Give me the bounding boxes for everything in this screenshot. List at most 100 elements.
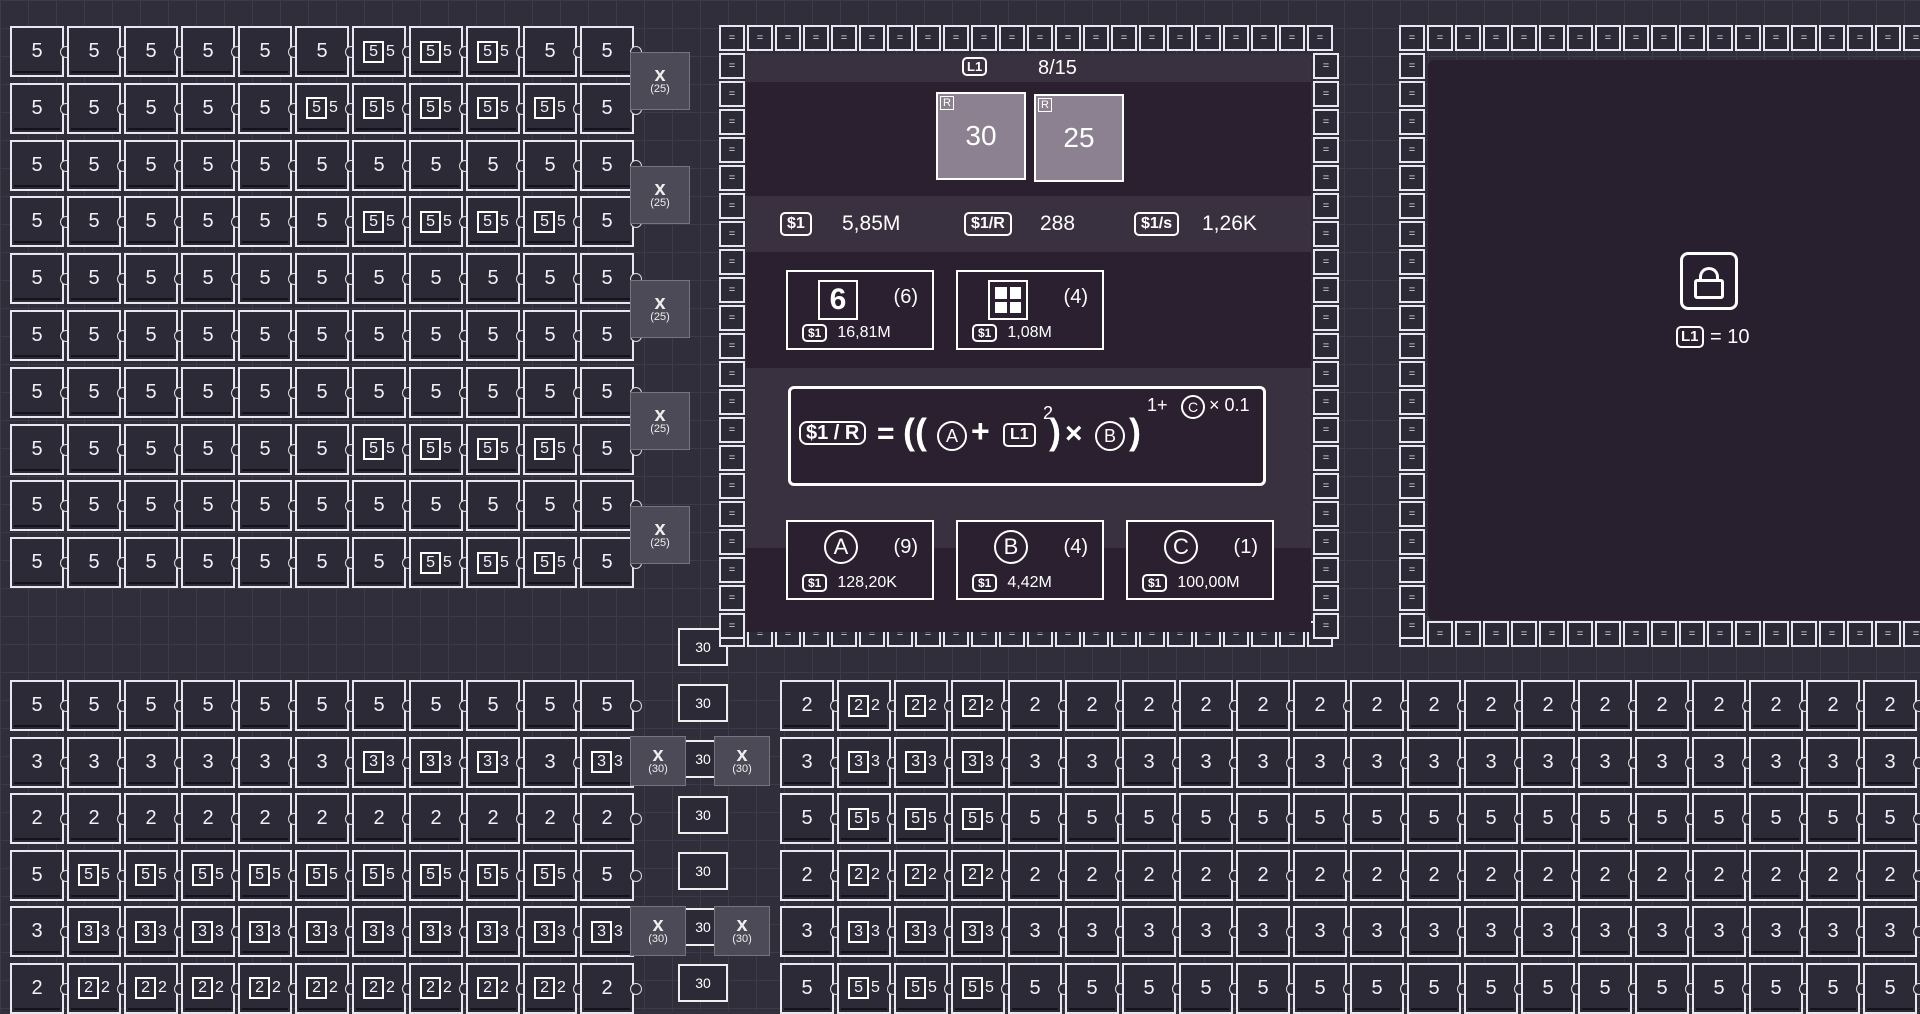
grid-cell[interactable]: 2 xyxy=(409,793,463,844)
grid-cell[interactable]: 3 xyxy=(10,736,64,788)
grid-cell[interactable]: 5 xyxy=(295,366,349,418)
grid-cell[interactable]: 5 xyxy=(238,423,292,475)
grid-cell[interactable]: 5 xyxy=(466,253,520,305)
grid-cell[interactable]: 5 xyxy=(1065,793,1119,844)
grid-cell[interactable]: 5 xyxy=(238,139,292,191)
stack-node[interactable]: 30 xyxy=(678,964,728,1002)
grid-cell[interactable]: 5 xyxy=(352,366,406,418)
grid-cell[interactable]: 5 xyxy=(580,480,634,532)
grid-cell[interactable]: 3 xyxy=(1293,906,1347,957)
grid-cell[interactable]: 5 xyxy=(1407,793,1461,844)
grid-cell[interactable]: 5 xyxy=(124,196,178,248)
multiplier-node[interactable]: x(30) xyxy=(714,906,770,956)
grid-cell[interactable]: 3 xyxy=(1236,736,1290,788)
grid-cell[interactable]: 5 xyxy=(238,253,292,305)
grid-cell[interactable]: 2 xyxy=(1179,849,1233,901)
grid-cell[interactable]: 3 xyxy=(1122,906,1176,957)
grid-cell[interactable]: 5 xyxy=(1350,793,1404,844)
grid-cell[interactable]: 5 xyxy=(1806,793,1860,844)
grid-cell[interactable]: 2 xyxy=(1578,849,1632,901)
grid-cell[interactable]: 2 xyxy=(580,793,634,844)
grid-cell[interactable]: 3 xyxy=(67,736,121,788)
grid-cell[interactable]: 2 xyxy=(124,793,178,844)
grid-cell[interactable]: 2 xyxy=(1122,849,1176,901)
variable-b-card[interactable]: B (4) $1 4,42M xyxy=(956,520,1104,600)
grid-cell[interactable]: 3 xyxy=(1749,906,1803,957)
grid-cell[interactable]: 2 xyxy=(523,793,577,844)
grid-cell[interactable]: 3 xyxy=(1122,736,1176,788)
grid-cell[interactable]: 3 xyxy=(1863,906,1917,957)
grid-cell[interactable]: 3 xyxy=(1293,736,1347,788)
grid-cell[interactable]: 5 xyxy=(1464,793,1518,844)
grid-cell[interactable]: 5 xyxy=(580,680,634,731)
grid-cell[interactable]: 2 xyxy=(1692,680,1746,731)
grid-cell[interactable]: 2 xyxy=(10,793,64,844)
grid-cell[interactable]: 5 xyxy=(238,196,292,248)
grid-cell[interactable]: 3 xyxy=(1008,736,1062,788)
grid-cell[interactable]: 2 xyxy=(1806,680,1860,731)
grid-cell[interactable]: 5 xyxy=(67,196,121,248)
grid-cell[interactable]: 5 xyxy=(67,253,121,305)
grid-cell[interactable]: 5 xyxy=(1407,962,1461,1014)
grid-cell[interactable]: 5 xyxy=(10,423,64,475)
grid-cell[interactable]: 5 xyxy=(1635,962,1689,1014)
grid-cell[interactable]: 3 xyxy=(1179,736,1233,788)
grid-cell[interactable]: 5 xyxy=(1065,962,1119,1014)
grid-cell[interactable]: 2 xyxy=(1692,849,1746,901)
reward-card-2[interactable]: R 25 xyxy=(1034,94,1124,182)
grid-cell[interactable]: 5 xyxy=(181,139,235,191)
grid-cell[interactable]: 2 xyxy=(1236,680,1290,731)
grid-cell[interactable]: 5 xyxy=(238,680,292,731)
upgrade-grid-card[interactable]: (4) $1 1,08M xyxy=(956,270,1104,350)
grid-cell[interactable]: 5 xyxy=(124,423,178,475)
grid-cell[interactable]: 3 xyxy=(1635,906,1689,957)
grid-cell[interactable]: 5 xyxy=(295,680,349,731)
grid-cell[interactable]: 5 xyxy=(466,680,520,731)
grid-cell[interactable]: 5 xyxy=(124,310,178,361)
grid-cell[interactable]: 5 xyxy=(1122,962,1176,1014)
grid-cell[interactable]: 3 xyxy=(1236,906,1290,957)
grid-cell[interactable]: 5 xyxy=(10,849,64,901)
stack-node[interactable]: 30 xyxy=(678,684,728,722)
grid-cell[interactable]: 5 xyxy=(295,480,349,532)
grid-cell[interactable]: 5 xyxy=(10,196,64,248)
grid-cell[interactable]: 2 xyxy=(1122,680,1176,731)
grid-cell[interactable]: 2 xyxy=(1749,849,1803,901)
multiplier-node[interactable]: x(25) xyxy=(630,166,690,224)
grid-cell[interactable]: 5 xyxy=(295,537,349,589)
grid-cell[interactable]: 5 xyxy=(124,139,178,191)
grid-cell[interactable]: 5 xyxy=(238,26,292,77)
grid-cell[interactable]: 5 xyxy=(1806,962,1860,1014)
grid-cell[interactable]: 2 xyxy=(1806,849,1860,901)
grid-cell[interactable]: 2 xyxy=(1635,680,1689,731)
grid-cell[interactable]: 5 xyxy=(409,366,463,418)
grid-cell[interactable]: 5 xyxy=(181,253,235,305)
grid-cell[interactable]: 5 xyxy=(67,82,121,134)
grid-cell[interactable]: 3 xyxy=(1692,736,1746,788)
grid-cell[interactable]: 5 xyxy=(523,310,577,361)
grid-cell[interactable]: 5 xyxy=(1293,793,1347,844)
grid-cell[interactable]: 5 xyxy=(124,366,178,418)
grid-cell[interactable]: 5 xyxy=(1863,793,1917,844)
grid-cell[interactable]: 2 xyxy=(1863,849,1917,901)
